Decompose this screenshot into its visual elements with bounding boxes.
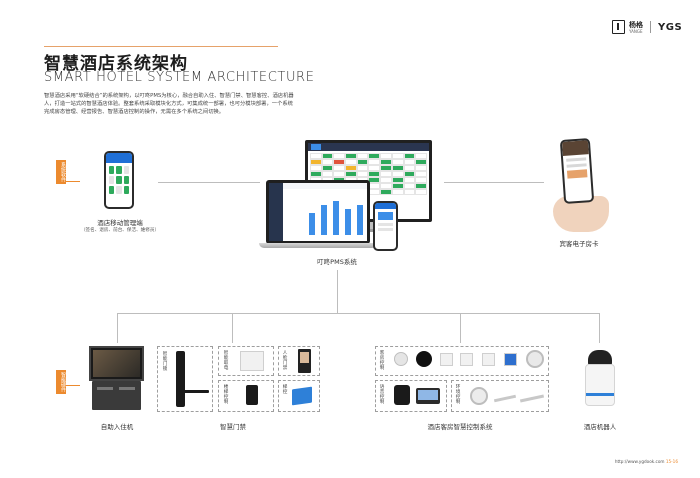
brand-ygs: YGS	[658, 21, 683, 33]
mobile-app-phone	[104, 151, 134, 209]
mobile-app-subcaption: （签名、退房、前台、保洁、維修员）	[80, 228, 160, 233]
room-control-main-box	[375, 346, 549, 376]
tag-hardware: 智能硬件	[56, 370, 66, 394]
panel-usb-icon	[482, 353, 495, 366]
room-control-main-label: 客房控制	[379, 350, 384, 370]
page-subtitle: SMART HOTEL SYSTEM ARCHITECTURE	[44, 70, 315, 85]
mobile-app-caption: 酒店移动管理端	[97, 219, 143, 227]
power-switch-icon	[240, 351, 264, 371]
tag-software: 系统软件	[56, 160, 66, 184]
tag-software-line	[66, 181, 80, 182]
footer: http://www.ygdook.com 15-16	[615, 459, 678, 464]
connector-trunk	[337, 270, 338, 314]
elevator-reader-icon	[292, 386, 312, 406]
sensor-icon	[394, 352, 408, 366]
room-control-caption: 酒店客房智慧控制系统	[427, 423, 493, 431]
smart-door-caption: 智慧门禁	[220, 423, 246, 431]
robot-caption: 酒店机器人	[583, 423, 617, 431]
connector-drop-robot	[599, 313, 600, 343]
kiosk-screen	[89, 346, 144, 381]
connector-bus	[117, 313, 599, 314]
connector-drop-door	[232, 313, 233, 343]
tag-hardware-line	[66, 385, 80, 386]
round-panel-icon	[526, 350, 544, 368]
page-title: 智慧酒店系统架构	[44, 54, 188, 74]
door-handle-icon	[183, 390, 209, 393]
brand-sub: YANGE	[629, 28, 643, 34]
door-face-label: 人脸门禁	[282, 350, 287, 370]
brand-text: 杨格 YANGE	[629, 21, 643, 34]
door-elevator-box	[278, 380, 320, 412]
door-lock-label: 智能门锁	[162, 351, 167, 371]
brand-name: 杨格	[629, 20, 643, 29]
voice-display-icon	[416, 388, 440, 404]
e-card-caption: 宾客电子房卡	[559, 240, 599, 248]
voice-speaker-icon	[394, 385, 410, 405]
connector-pms-card	[444, 182, 544, 183]
door-face-box	[278, 346, 320, 376]
stair-control-icon	[246, 385, 258, 405]
pms-laptop-base	[259, 243, 377, 248]
title-rule	[44, 46, 278, 47]
connector-drop-control	[460, 313, 461, 343]
robot-head	[588, 350, 612, 366]
door-switch-box	[218, 380, 274, 412]
brand-mark-icon	[612, 20, 625, 34]
connector-mobile-pms	[158, 182, 260, 183]
robot-body	[585, 364, 615, 406]
door-elevator-label: 梯控	[282, 384, 287, 394]
page-number: 15-16	[665, 459, 678, 464]
thermostat-icon	[504, 353, 517, 366]
speaker-icon	[416, 351, 432, 367]
door-lock-box	[157, 346, 213, 412]
e-card-phone	[559, 138, 595, 204]
room-control-voice-box	[375, 380, 447, 412]
footer-url[interactable]: http://www.ygdook.com	[614, 459, 665, 464]
pms-caption: 叮咚PMS系统	[317, 258, 357, 266]
curtain-motor-icon	[470, 387, 488, 405]
intro-paragraph: 智慧酒店采用“软硬结合”的系统架构，以叮咚PMS为核心，融合自助入住、智慧门禁、…	[44, 93, 294, 116]
self-checkin-caption: 自助入住机	[100, 423, 134, 431]
brand-logo: 杨格 YANGE YGS	[612, 20, 682, 34]
door-switch-label: 楼梯控制	[223, 384, 228, 404]
room-control-env-box	[451, 380, 549, 412]
door-lock-icon	[176, 351, 185, 407]
brand-divider	[650, 21, 651, 33]
panel-switch-icon	[440, 353, 453, 366]
door-power-label: 智能取电	[223, 350, 228, 370]
room-control-env-label: 环境控制	[455, 384, 460, 404]
room-control-voice-label: 语音控制	[379, 384, 384, 404]
connector-drop-checkin	[117, 313, 118, 343]
door-power-box	[218, 346, 274, 376]
face-terminal-icon	[298, 349, 311, 373]
pms-phone	[373, 201, 398, 251]
pms-laptop-screen	[266, 180, 370, 244]
panel-socket-icon	[460, 353, 473, 366]
kiosk-body	[92, 381, 141, 410]
